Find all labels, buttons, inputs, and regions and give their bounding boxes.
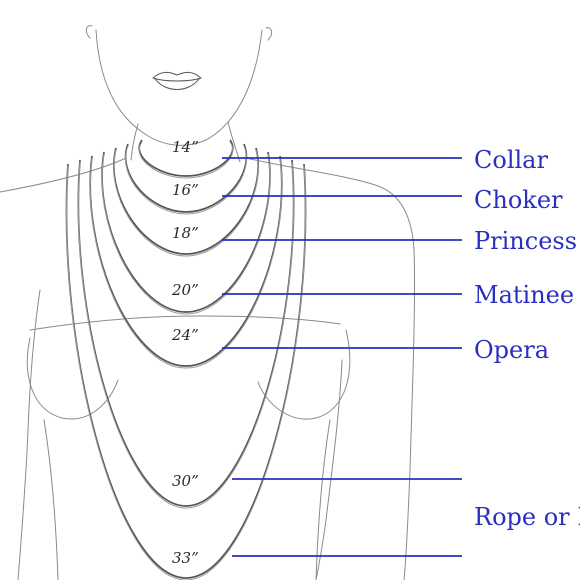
length-label-24: 24” — [171, 326, 199, 344]
bust-band — [29, 315, 341, 331]
neck-right — [227, 121, 241, 163]
chain-14-shadow — [138, 141, 234, 179]
style-name-choker: Choker — [474, 186, 563, 214]
chain-30-shadow — [77, 161, 295, 509]
chain-20 — [101, 151, 271, 313]
length-label-30: 30” — [172, 472, 199, 490]
mannequin-outline — [0, 25, 416, 580]
torso-right — [315, 419, 331, 580]
style-name-matinee: Matinee — [474, 281, 574, 309]
ear-right — [265, 27, 273, 41]
face-outline — [95, 29, 263, 146]
style-name-princess: Princess — [474, 227, 577, 255]
neck-left — [130, 123, 139, 161]
bust-right — [257, 329, 351, 420]
necklace-chains — [65, 139, 307, 580]
indicator-lines — [222, 157, 462, 557]
length-label-20: 20” — [171, 281, 199, 299]
arm-right-inner — [315, 359, 343, 580]
length-label-18: 18” — [172, 224, 199, 242]
chain-18 — [113, 147, 259, 255]
style-name-opera: Opera — [474, 336, 549, 364]
chain-24 — [89, 155, 283, 367]
arm-left-inner — [17, 289, 41, 580]
lips-icon — [152, 71, 202, 90]
torso-left — [43, 419, 59, 580]
length-label-16: 16” — [172, 181, 199, 199]
style-name-collar: Collar — [474, 146, 548, 174]
chain-18-shadow — [113, 149, 259, 257]
style-name-rope: Rope or Lariat — [474, 503, 580, 531]
shoulder-left — [0, 157, 127, 193]
chain-14 — [138, 139, 234, 177]
style-names: Collar Choker Princess Matinee Opera Rop… — [474, 146, 580, 531]
length-labels: 14” 16” 18” 20” 24” 30” 33” — [171, 138, 199, 567]
length-label-33: 33” — [172, 549, 199, 567]
chain-24-shadow — [89, 157, 283, 369]
bust-left — [26, 337, 119, 420]
shoulder-right — [245, 157, 416, 580]
chain-16-shadow — [125, 145, 247, 215]
chain-16 — [124, 143, 248, 213]
chain-20-shadow — [101, 153, 271, 315]
length-label-14: 14” — [172, 138, 199, 156]
ear-left — [85, 25, 93, 39]
